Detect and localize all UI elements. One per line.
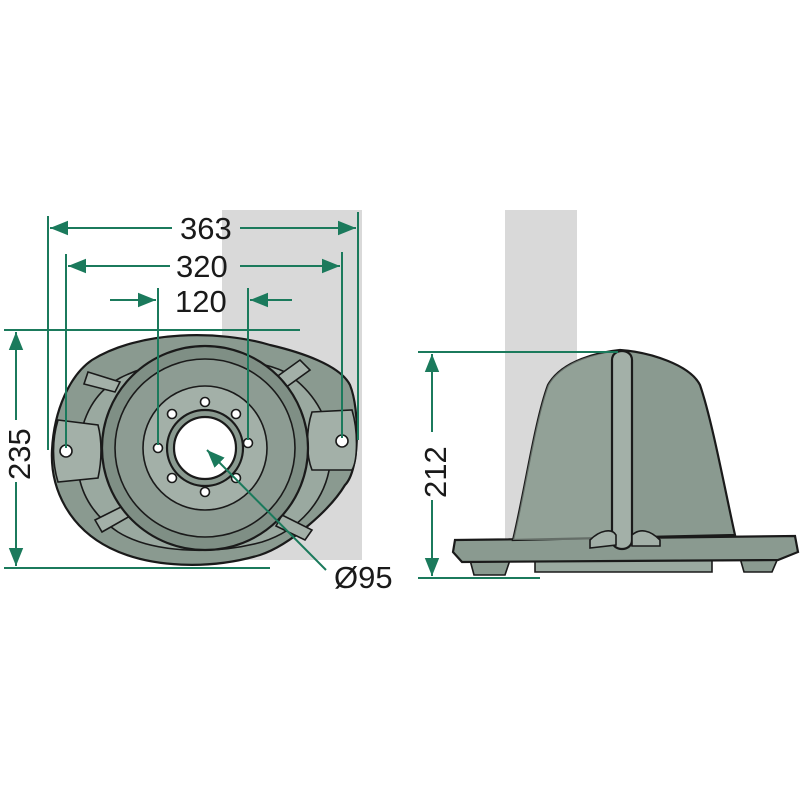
- dimension-height-side: 212: [418, 446, 453, 498]
- dimension-width-outer: 363: [180, 211, 232, 246]
- dimension-width-holes: 320: [176, 249, 228, 284]
- top-view: [50, 334, 359, 566]
- dimension-height-top: 235: [2, 428, 37, 480]
- dimension-width-inner: 120: [175, 284, 227, 319]
- side-view: [451, 348, 800, 576]
- vertical-rib: [610, 349, 634, 551]
- dimensions: 363 320 120 235 212 Ø95: [2, 211, 618, 595]
- right-lug: [306, 409, 358, 471]
- dimension-diameter: Ø95: [334, 560, 393, 595]
